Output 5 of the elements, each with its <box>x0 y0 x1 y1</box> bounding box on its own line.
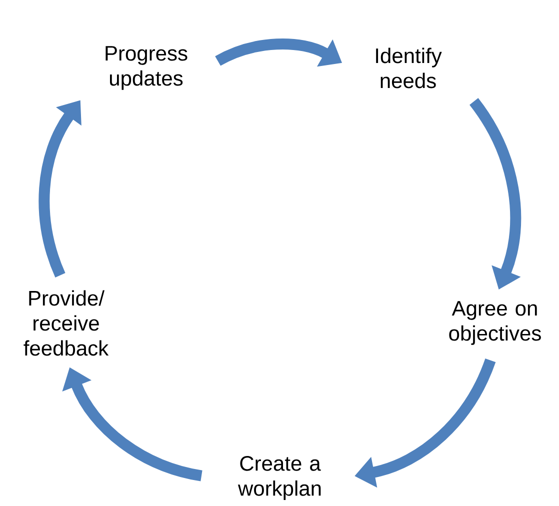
step-label: Identify needs <box>376 48 442 88</box>
step-label: Agree on objectives <box>449 301 541 345</box>
step-label: Create a workplan <box>238 456 321 500</box>
step-label: Progress updates <box>106 46 188 90</box>
step-label: Provide/ receive feedback <box>24 290 109 356</box>
